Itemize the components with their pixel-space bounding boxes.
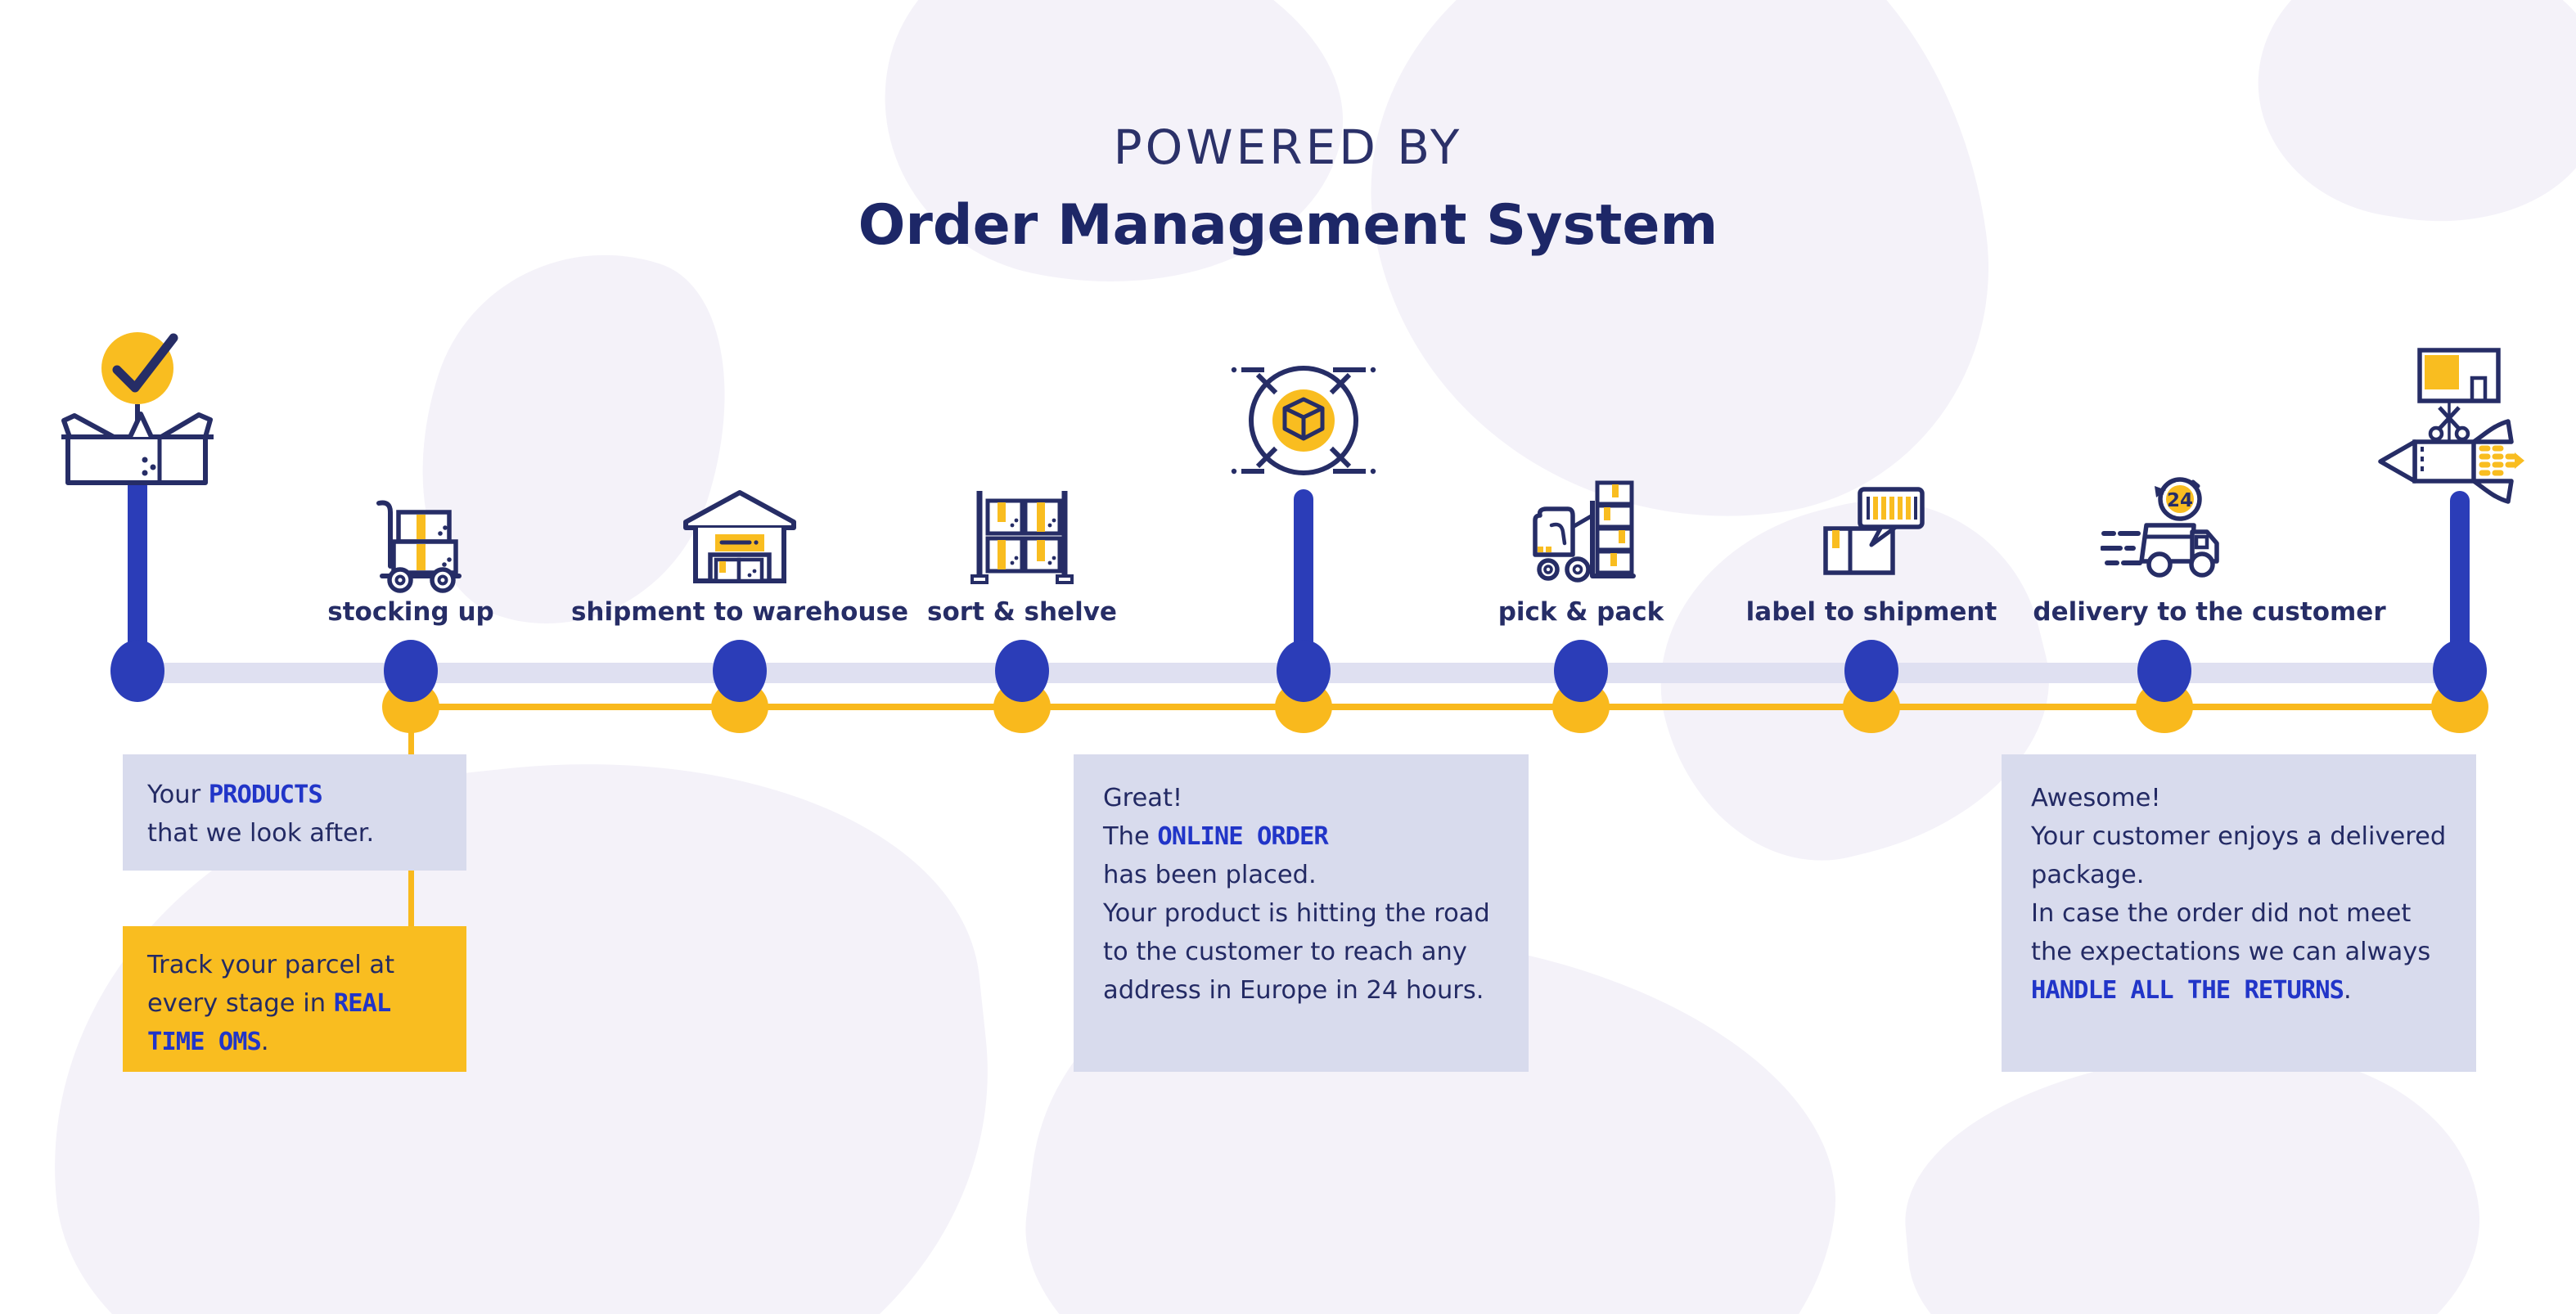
callout-online-order: Great! The ONLINE ORDER has been placed.… <box>1074 754 1529 1072</box>
milestone-label-stocking-up: stocking up <box>327 597 494 627</box>
callout-text: that we look after. <box>147 819 375 848</box>
callout-text: Your <box>147 781 209 809</box>
title-kicker: POWERED BY <box>1113 119 1463 175</box>
map-watermark-shape <box>1334 0 2021 563</box>
milestone-label-sort-shelve: sort & shelve <box>927 597 1117 627</box>
check-circle-icon <box>92 324 187 425</box>
callout-accent-text: ONLINE ORDER <box>1157 822 1328 851</box>
order-target-icon <box>1230 349 1377 496</box>
timeline-node-blue <box>713 640 767 702</box>
timeline-node-blue <box>1277 640 1331 702</box>
milestone-label-delivery: delivery to the customer <box>2033 597 2386 627</box>
delivery-truck-24h-icon: 24 <box>2101 473 2231 589</box>
callout-text: Track your parcel at every stage in <box>147 951 395 1018</box>
timeline-node-blue <box>384 640 438 702</box>
callout-accent-text: HANDLE ALL THE RETURNS <box>2031 976 2344 1005</box>
callout-text: Your customer enjoys a delivered package… <box>2031 822 2447 889</box>
truck-24-badge: 24 <box>2167 490 2193 511</box>
callout-greeting: Great! <box>1103 784 1183 812</box>
timeline-node-blue <box>995 640 1049 702</box>
rocket-package-icon <box>2367 345 2527 513</box>
callout-tracking: Track your parcel at every stage in REAL… <box>123 926 466 1072</box>
callout-text: . <box>260 1028 269 1056</box>
map-watermark-shape <box>1893 1031 2493 1314</box>
callout-accent-text: PRODUCTS <box>208 781 323 809</box>
page-title: Order Management System <box>858 193 1718 258</box>
timeline-node-blue <box>2433 640 2487 702</box>
milestone-label-label-shipment: label to shipment <box>1745 597 1997 627</box>
callout-returns: Awesome! Your customer enjoys a delivere… <box>2002 754 2476 1072</box>
callout-text: Your product is hitting the road to the … <box>1103 899 1490 1005</box>
milestone-label-pick-pack: pick & pack <box>1497 597 1664 627</box>
callout-text: has been placed. <box>1103 861 1317 889</box>
callout-accent-text: REAL TIME OMS <box>147 989 391 1056</box>
timeline-yellow-line <box>411 704 2460 710</box>
warehouse-icon <box>682 483 797 589</box>
timeline-node-blue <box>1844 640 1898 702</box>
callout-text: . <box>2343 976 2352 1005</box>
timeline-node-blue <box>110 640 164 702</box>
hand-truck-icon <box>358 488 464 596</box>
shipping-label-icon <box>1814 483 1929 589</box>
milestone-label-shipment-warehouse: shipment to warehouse <box>570 597 909 627</box>
callout-text: In case the order did not meet the expec… <box>2031 899 2431 966</box>
callout-greeting: Awesome! <box>2031 784 2161 812</box>
callout-products: Your PRODUCTS that we look after. <box>123 754 466 871</box>
timeline-node-blue <box>1554 640 1608 702</box>
open-box-icon <box>60 407 215 489</box>
callout-text: The <box>1103 822 1158 851</box>
forklift-icon <box>1522 478 1637 589</box>
timeline-node-blue <box>2137 640 2191 702</box>
storage-rack-icon <box>965 484 1079 589</box>
